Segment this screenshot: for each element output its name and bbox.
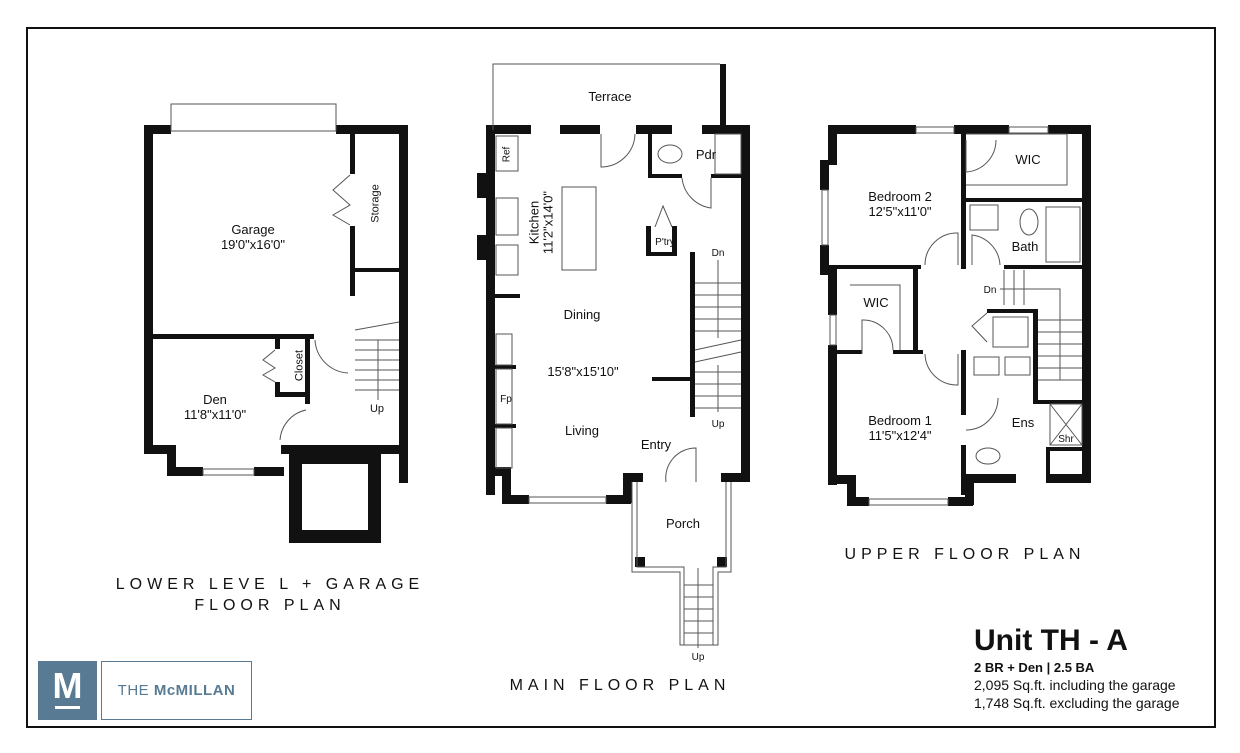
room-label-closet: Closet: [293, 349, 306, 382]
room-size-den: 11'8"x11'0": [183, 407, 247, 422]
room-size-garage: 19'0"x16'0": [220, 237, 286, 252]
page-frame: [26, 27, 1216, 728]
logo-letter: M: [52, 665, 83, 706]
unit-config: 2 BR + Den | 2.5 BA: [974, 660, 1095, 675]
room-size-kitchen: 11'2"x14'0": [540, 190, 556, 255]
room-label-den: Den: [203, 392, 227, 407]
room-size-bedroom-1: 11'5"x12'4": [868, 428, 932, 443]
lower-level-walls: [144, 125, 408, 543]
room-label-living: Living: [565, 423, 599, 438]
room-label-pantry: P'try: [655, 237, 675, 248]
room-label-bedroom-2: Bedroom 2: [868, 189, 932, 204]
stairs-dn-label: Dn: [711, 248, 725, 259]
room-label-dining: Dining: [563, 307, 601, 322]
room-size-living-dining: 15'8"x15'10": [547, 364, 619, 379]
room-label-ensuite: Ens: [1011, 415, 1035, 430]
unit-title: Unit TH - A: [974, 624, 1128, 657]
appliance-label-ref: Ref: [501, 146, 513, 163]
stairs-dn-label: Dn: [983, 285, 997, 296]
room-label-terrace: Terrace: [588, 89, 632, 104]
room-label-shower: Shr: [1058, 434, 1074, 445]
stairs-up-label: Up: [369, 403, 385, 415]
room-label-wic-1: WIC: [863, 295, 889, 310]
room-label-bath: Bath: [1011, 239, 1039, 254]
room-label-porch: Porch: [666, 516, 700, 531]
room-label-kitchen: Kitchen: [526, 200, 542, 245]
main-floor-walls: [477, 64, 750, 567]
room-label-wic-2: WIC: [1015, 152, 1041, 167]
upper-floor-walls: [820, 125, 1091, 506]
logo-underline: [55, 706, 80, 709]
mcmillan-logo-mark: M: [38, 661, 97, 720]
stairs-up-label: Up: [711, 419, 725, 430]
porch-stairs-up-label: Up: [691, 652, 705, 663]
main-plan-caption: MAIN FLOOR PLAN: [509, 677, 731, 694]
unit-area-excluding-garage: 1,748 Sq.ft. excluding the garage: [974, 695, 1180, 711]
lower-plan-caption: LOWER LEVE L + GARAGE: [115, 576, 425, 593]
room-label-entry: Entry: [640, 437, 672, 452]
room-label-storage: Storage: [369, 184, 382, 223]
room-label-garage: Garage: [231, 222, 275, 237]
mcmillan-logo-wordmark: THE McMILLAN: [101, 661, 252, 720]
room-size-bedroom-2: 12'5"x11'0": [868, 204, 932, 219]
room-label-pdr: Pdr: [695, 147, 717, 162]
upper-plan-caption: UPPER FLOOR PLAN: [844, 546, 1086, 563]
lower-plan-caption-2: FLOOR PLAN: [194, 597, 346, 614]
unit-area-including-garage: 2,095 Sq.ft. including the garage: [974, 677, 1176, 693]
logo-name-prefix: THE: [117, 682, 154, 699]
fireplace-label: Fp: [500, 394, 512, 405]
logo-name-main: McMILLAN: [153, 682, 236, 699]
room-label-bedroom-1: Bedroom 1: [868, 413, 932, 428]
